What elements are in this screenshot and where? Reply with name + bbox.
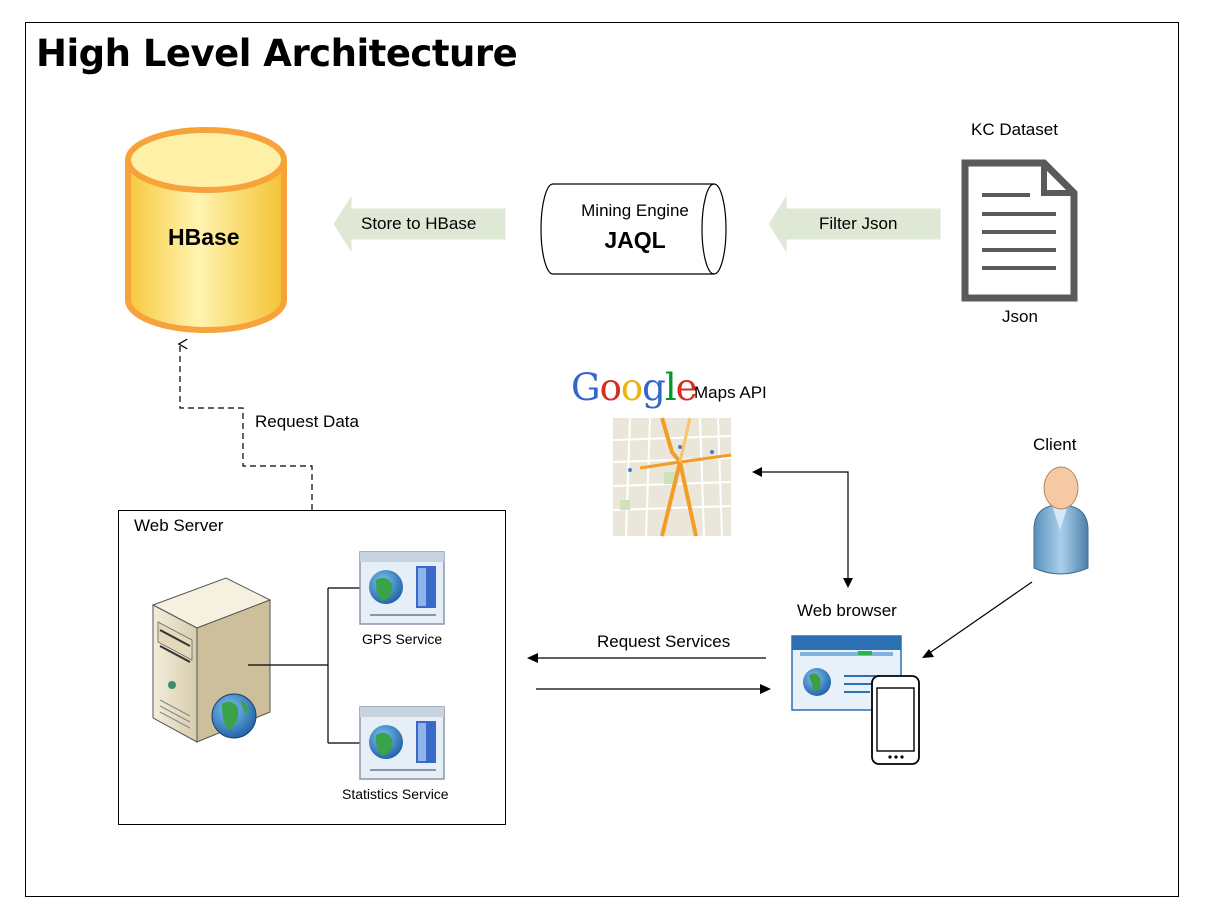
mobile-phone-icon [871, 675, 920, 765]
diagram-title: High Level Architecture [36, 32, 518, 75]
filter-json-label: Filter Json [819, 214, 898, 233]
request-services-label: Request Services [597, 632, 731, 651]
json-document-icon [961, 159, 1078, 302]
store-to-hbase-label: Store to HBase [361, 214, 477, 233]
maps-api-label: Maps API [694, 383, 767, 402]
hbase-label: HBase [168, 224, 240, 250]
request-services-arrows [527, 653, 771, 694]
web-server-label: Web Server [134, 516, 224, 535]
jaql-label: JAQL [604, 227, 666, 253]
gps-service-window-icon [359, 551, 445, 625]
kc-dataset-label: KC Dataset [971, 120, 1058, 139]
gps-service-label: GPS Service [362, 631, 443, 647]
web-browser-label: Web browser [797, 601, 897, 620]
json-label: Json [1002, 307, 1038, 326]
hbase-cylinder-icon [125, 127, 287, 333]
web-server-container [118, 510, 506, 825]
map-thumbnail-icon [612, 417, 732, 537]
google-logo: Google [571, 366, 698, 409]
server-tower-icon [151, 577, 272, 743]
request-data-connector [177, 338, 313, 510]
statistics-service-window-icon [359, 706, 445, 780]
mining-engine-label: Mining Engine [581, 201, 689, 220]
statistics-service-label: Statistics Service [342, 786, 449, 802]
server-service-connectors [248, 587, 360, 744]
client-person-icon [1033, 466, 1089, 575]
store-to-hbase-arrow [332, 192, 507, 256]
mining-engine-shape [540, 183, 727, 275]
maps-browser-connector [752, 467, 853, 588]
request-data-label: Request Data [255, 412, 359, 431]
client-browser-connector [922, 581, 1033, 658]
filter-json-arrow [767, 192, 942, 256]
client-label: Client [1033, 435, 1077, 454]
diagram-frame [25, 22, 1179, 897]
